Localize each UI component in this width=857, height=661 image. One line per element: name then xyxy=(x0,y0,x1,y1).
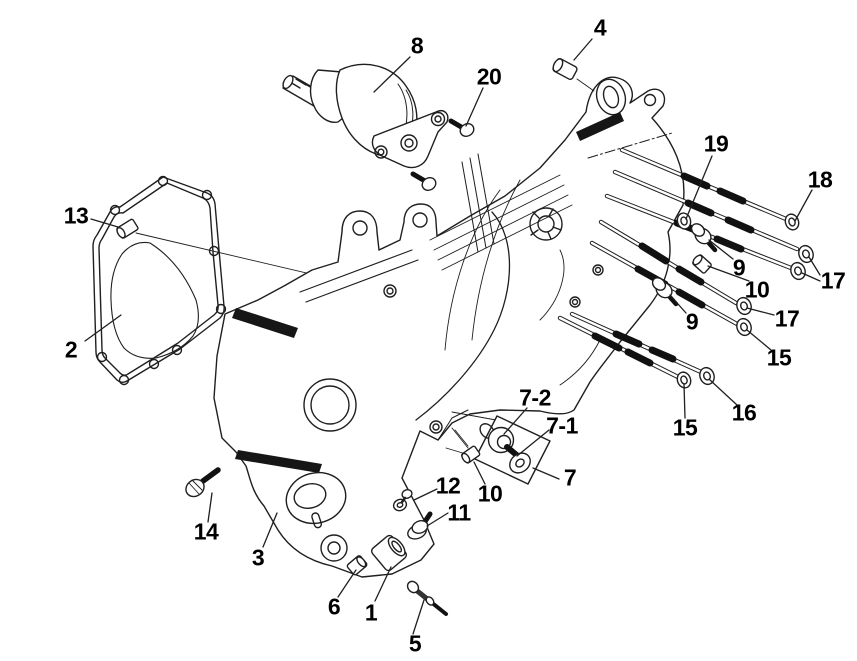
callout-10a: 10 xyxy=(744,276,770,303)
bushing-1 xyxy=(370,534,408,572)
callout-16: 16 xyxy=(731,399,757,426)
drain-bolt-11 xyxy=(407,511,433,540)
flange-bolt-9b xyxy=(651,277,679,307)
gasket-part-2 xyxy=(92,175,227,386)
callout-10b: 10 xyxy=(477,480,503,507)
starter-motor-part-8 xyxy=(282,63,449,169)
callout-12: 12 xyxy=(435,472,461,499)
callout-14: 14 xyxy=(193,518,219,545)
callout-5: 5 xyxy=(408,630,422,657)
crankcase-assembly xyxy=(213,76,685,578)
centerline xyxy=(587,132,673,159)
bottom-fasteners xyxy=(185,429,481,616)
callout-4: 4 xyxy=(593,14,607,41)
callout-6: 6 xyxy=(327,593,341,620)
dowel-pin-13 xyxy=(116,218,139,239)
callout-20: 20 xyxy=(476,63,502,90)
dowel-pin-4 xyxy=(552,58,595,92)
bolt-5 xyxy=(406,580,448,616)
callout-15b: 15 xyxy=(672,414,698,441)
callout-9b: 9 xyxy=(685,308,699,335)
screw-washer-12 xyxy=(392,488,413,512)
spacer-10a xyxy=(692,254,712,274)
callout-15a: 15 xyxy=(766,344,792,371)
callout-2: 2 xyxy=(64,336,78,363)
oil-pump-part-7 xyxy=(474,415,551,485)
callout-7: 7 xyxy=(563,464,577,491)
spacer-6 xyxy=(346,555,368,576)
callout-8: 8 xyxy=(410,32,424,59)
callout-7-2: 7-2 xyxy=(519,384,551,411)
callout-11: 11 xyxy=(447,499,471,526)
hex-bolt-14 xyxy=(185,467,221,498)
callout-19: 19 xyxy=(703,130,729,157)
callout-7-1: 7-1 xyxy=(546,412,578,439)
callout-9a: 9 xyxy=(732,254,746,281)
right-fasteners xyxy=(651,212,814,389)
leader-lines xyxy=(84,38,821,635)
spacer-10b xyxy=(461,445,481,464)
callout-17b: 17 xyxy=(774,305,800,332)
callout-1: 1 xyxy=(364,599,378,626)
bolts-part-20 xyxy=(410,118,475,191)
callout-3: 3 xyxy=(251,544,265,571)
callout-17a: 17 xyxy=(820,267,846,294)
flange-bolt-9a xyxy=(690,223,718,253)
callout-18: 18 xyxy=(807,166,833,193)
callout-13: 13 xyxy=(63,202,89,229)
